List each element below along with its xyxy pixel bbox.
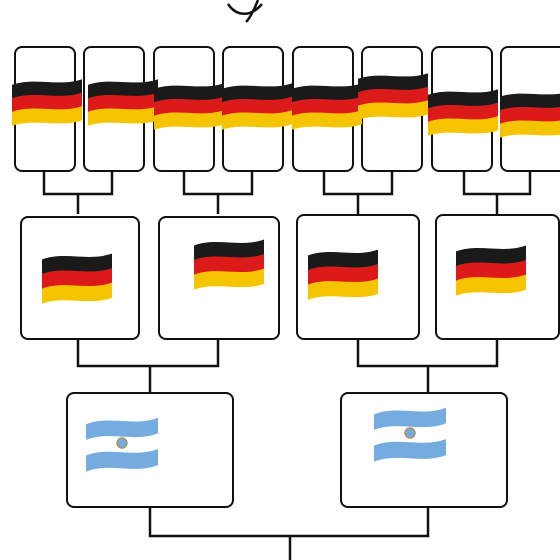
germany-flag [500, 88, 560, 138]
connector-r1-3 [322, 172, 394, 214]
germany-flag [154, 80, 224, 130]
connector-qf-1 [76, 340, 220, 392]
connector-r1-1 [42, 172, 114, 214]
germany-flag [456, 242, 526, 296]
title-script-fragment [226, 0, 263, 23]
germany-flag [12, 76, 82, 126]
germany-flag [292, 80, 362, 130]
germany-flag [222, 80, 292, 130]
germany-flag [308, 246, 378, 300]
connector-sf [148, 508, 430, 560]
connector-r1-4 [462, 172, 532, 214]
germany-flag [88, 76, 158, 126]
connector-r1-2 [182, 172, 254, 214]
argentina-flag [374, 404, 446, 462]
germany-flag [194, 236, 264, 290]
germany-flag [42, 250, 112, 304]
argentina-flag [86, 414, 158, 472]
germany-flag [428, 86, 498, 136]
germany-flag [358, 70, 428, 120]
connector-qf-2 [356, 340, 499, 392]
